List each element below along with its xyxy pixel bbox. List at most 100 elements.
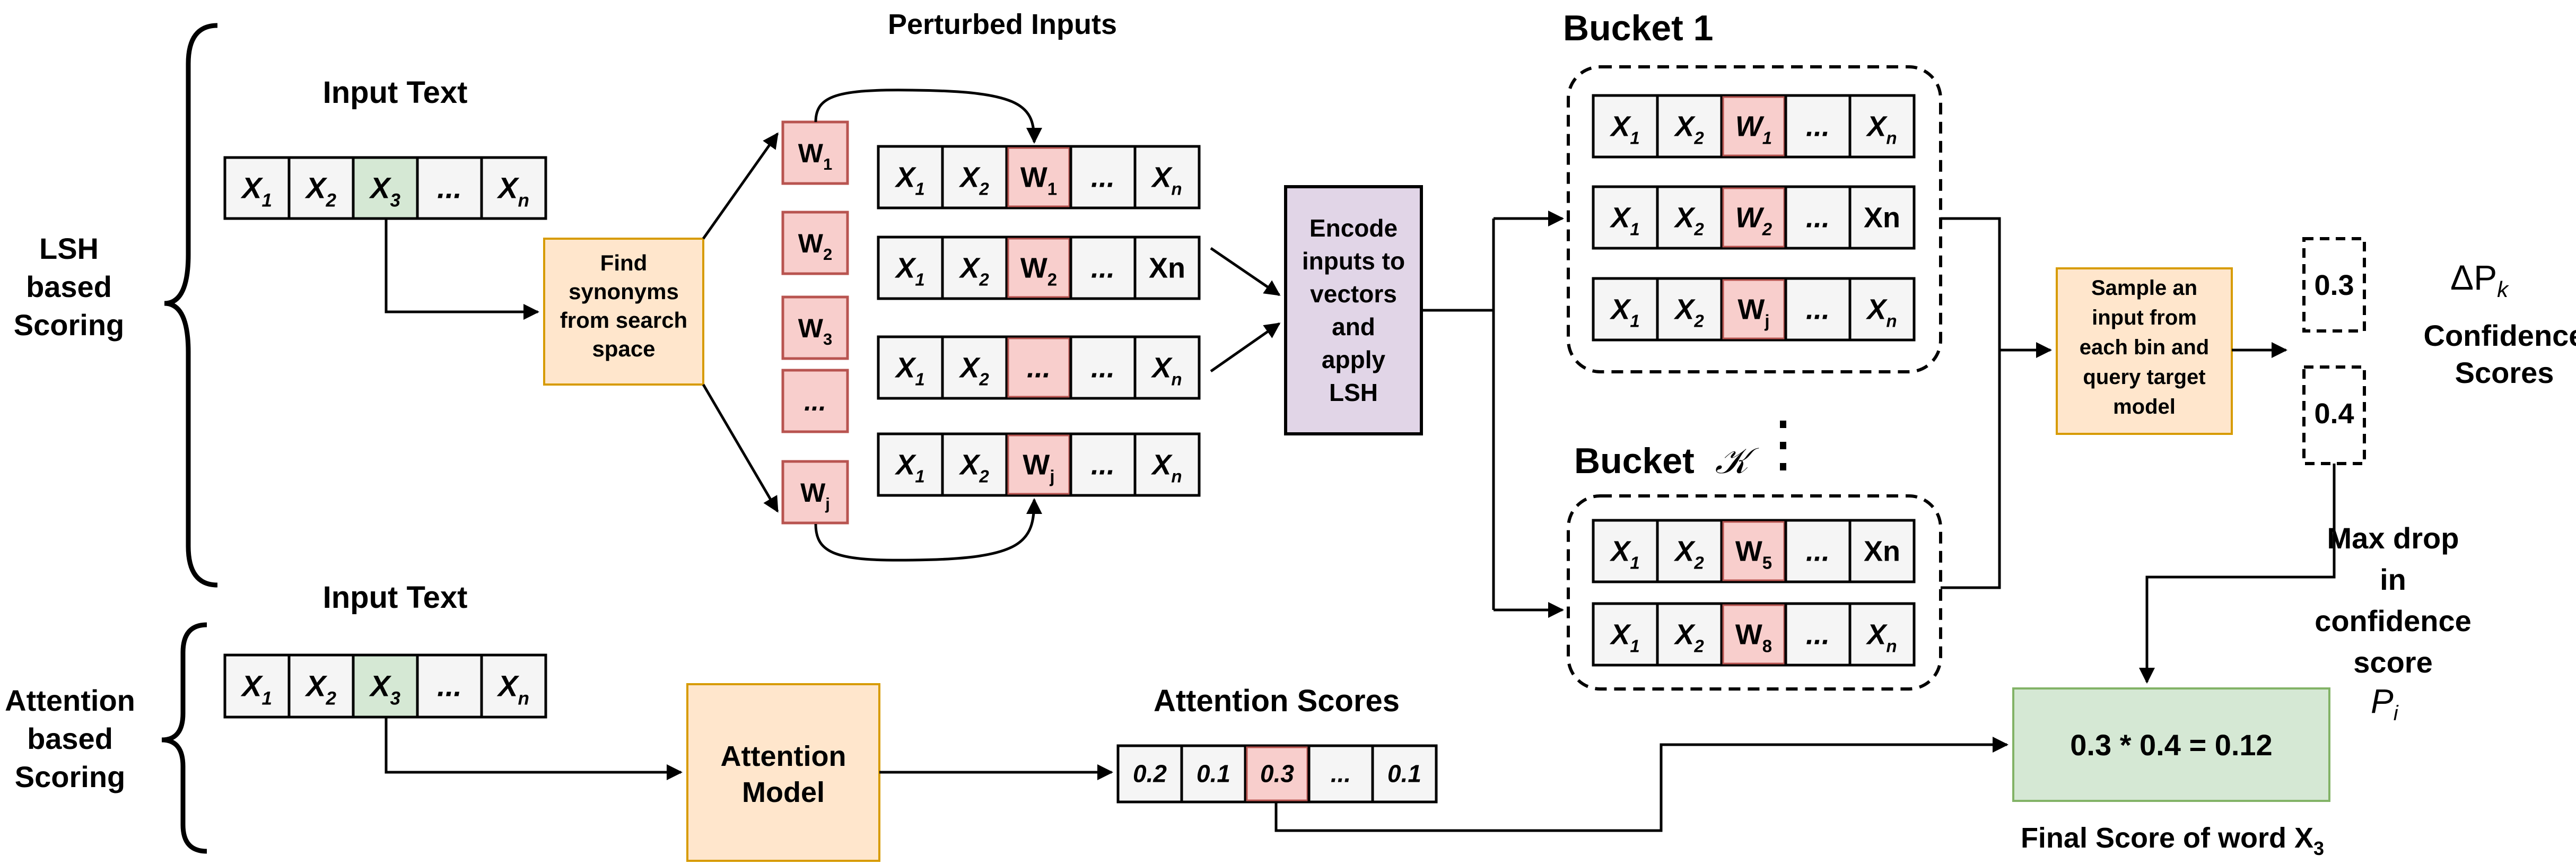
cell-box [1848,277,1916,342]
cell-highlight [1722,521,1785,581]
svg-text:input from: input from [2092,306,2197,329]
row-cell: Xn [1133,145,1201,210]
cell-text-main: X [369,171,392,205]
cell-text: X1 [240,171,272,211]
svg-text:each bin and: each bin and [2080,336,2210,359]
cell-box [1592,94,1659,159]
row-cell: X2 [1656,519,1723,583]
cell-box [1005,235,1072,300]
cell-text: W5 [1735,535,1772,572]
cell-box [1848,185,1916,250]
row-cell: ... [1784,94,1852,159]
cell-text: ... [1806,618,1830,650]
svg-text:Confidence: Confidence [2424,319,2576,352]
row-cell: ... [1784,277,1852,342]
cell-text: X1 [1609,110,1639,147]
row-cell: 0.1 [1371,744,1438,804]
cell-text: Xn [1865,293,1897,330]
delta-p-label: ΔP [2450,258,2497,297]
synonym-box: W3 [781,295,849,360]
synonym-box-rect [781,120,849,185]
cell-box [1720,519,1787,583]
cell-text-sub: 3 [823,330,832,348]
svg-text:vectors: vectors [1310,280,1397,308]
row-cell: X2 [287,653,355,719]
svg-text:query target: query target [2083,365,2205,389]
attention-scores-title: Attention Scores [1154,684,1400,718]
cell-text-main: ... [1806,202,1830,233]
cell-text: Xn [1865,110,1897,147]
cell-box [287,156,355,220]
cell-text-sub: j [1764,311,1769,330]
cell-box [1656,519,1723,583]
cell-highlight [1246,746,1308,801]
cell-text-main: ... [1091,252,1115,284]
cell-box [1656,185,1723,250]
cell-text: Xn [1149,252,1185,284]
cell-text: ... [437,171,462,205]
svg-text:score: score [2353,645,2432,679]
cell-text-main: W [1735,535,1762,567]
cell-text-sub: 1 [1630,553,1639,572]
confidence-score-box-2: 0.4 [2302,365,2366,465]
cell-highlight [1007,434,1070,495]
cell-text-sub: 2 [979,369,989,389]
synonym-box-rect [781,369,849,433]
cell-text-sub: n [1171,466,1182,486]
cell-box [480,156,547,220]
cell-text-main: X [369,669,392,703]
p-i-subscript: i [2394,702,2399,725]
svg-text:Attention: Attention [721,740,846,772]
cell-text-main: X [958,449,981,481]
cell-text-main: ... [437,171,462,205]
cell-box [941,145,1008,210]
cell-text: ... [1331,760,1351,788]
cell-text-main: X [1609,202,1631,233]
row-cell: W8 [1720,602,1787,667]
cell-text: ... [1091,352,1115,383]
cell-box [416,653,483,719]
cell-text: X1 [1609,535,1639,572]
cell-text-sub: 2 [979,466,989,486]
cell-text-main: X [1865,618,1888,650]
final-score-caption: Final Score of word X3 [2021,822,2324,859]
cell-text-sub: 2 [1762,219,1772,239]
cell-text-sub: 1 [915,269,924,289]
cell-text: X2 [1673,618,1704,656]
svg-text:Sample an: Sample an [2091,276,2197,300]
row-cell: Xn [480,156,547,220]
cell-text-main: W [798,229,824,258]
cell-text: W3 [798,313,832,348]
cell-text: ... [1091,161,1115,193]
cell-text: ... [1806,293,1830,325]
cell-box [1005,335,1072,400]
cell-text-main: W [1020,252,1047,284]
cell-text-main: X [894,252,916,284]
cell-highlight [1722,279,1785,339]
cell-text: ... [437,669,462,703]
find-synonyms-box: Find synonyms from search space [543,238,704,386]
cell-text-main: Xn [1864,202,1900,233]
cell-highlight [1722,187,1785,248]
cell-text-main: ... [1331,760,1351,788]
final-score-caption-text: Final Score of word X [2021,822,2313,854]
cell-text: Xn [496,171,529,211]
cell-text-main: X [304,171,328,205]
cell-text-main: X [240,669,264,703]
cell-text-main: X [958,161,981,193]
cell-text-sub: 1 [915,369,924,389]
cell-text: Xn [1150,352,1182,389]
row-cell: X2 [1656,602,1723,667]
input-text-top-title: Input Text [323,75,468,110]
cell-text-sub: n [1171,369,1182,389]
cell-text: Xn [1864,535,1900,567]
cell-text-sub: 2 [979,179,989,198]
row-cell: ... [1005,335,1072,400]
